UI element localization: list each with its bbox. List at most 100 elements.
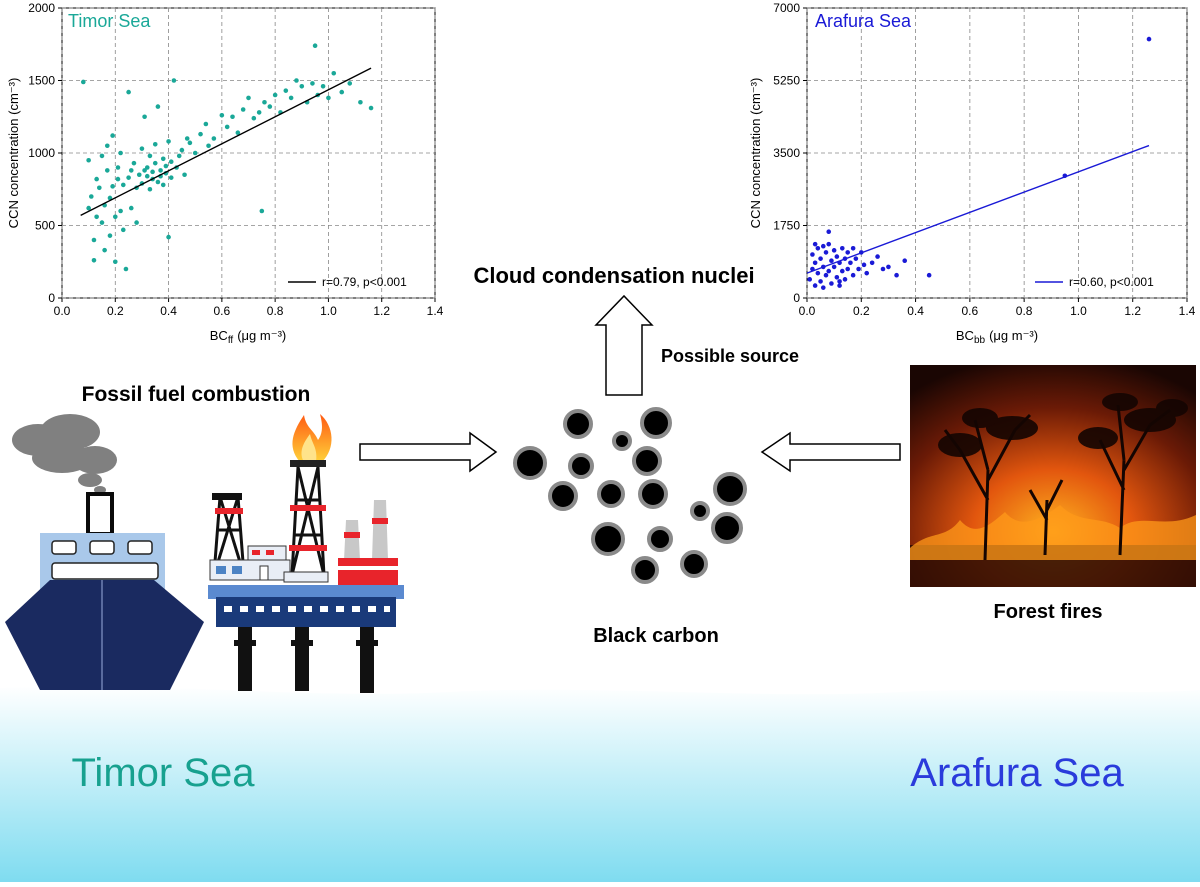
data-point: [845, 250, 851, 255]
data-point: [94, 214, 99, 220]
data-point: [294, 78, 299, 83]
data-point: [807, 277, 813, 282]
timor-sea-label: Timor Sea: [71, 751, 255, 795]
data-point: [850, 272, 856, 278]
x-tick-label: 0.2: [107, 304, 124, 318]
data-point: [235, 130, 241, 135]
data-point: [131, 160, 137, 166]
data-point: [112, 214, 118, 220]
data-point: [926, 272, 932, 278]
sea-background: [0, 686, 1200, 882]
x-tick-label: 0.6: [214, 304, 231, 318]
y-tick-label: 3500: [773, 146, 800, 160]
oil-rig-icon: [208, 414, 404, 693]
x-tick-label: 0.2: [853, 304, 870, 318]
data-point: [837, 279, 842, 284]
data-point: [820, 285, 826, 290]
chart-title: Arafura Sea: [815, 11, 912, 31]
data-point: [861, 262, 867, 268]
data-point: [160, 182, 166, 188]
data-point: [89, 194, 94, 199]
data-point: [142, 114, 147, 120]
data-point: [856, 266, 861, 272]
data-point: [812, 241, 818, 247]
data-point: [86, 157, 91, 163]
possible-source-label: Possible source: [661, 346, 799, 366]
data-point: [259, 208, 265, 214]
data-point: [163, 163, 169, 169]
y-tick-label: 0: [48, 291, 55, 305]
data-point: [246, 95, 251, 101]
chart-title: Timor Sea: [68, 11, 151, 31]
y-tick-label: 1000: [28, 146, 55, 160]
data-point: [826, 268, 832, 274]
data-point: [160, 156, 166, 162]
data-point: [850, 245, 856, 251]
x-tick-label: 0.8: [267, 304, 284, 318]
data-point: [818, 256, 823, 261]
chart-legend: r=0.60, p<0.001: [1035, 275, 1154, 289]
data-point: [107, 195, 113, 201]
data-point: [826, 229, 832, 235]
x-tick-label: 1.2: [373, 304, 390, 318]
data-point: [368, 105, 374, 111]
forest-fires-label: Forest fires: [994, 601, 1103, 623]
x-tick-label: 0.4: [907, 304, 924, 318]
data-point: [829, 281, 834, 286]
x-axis-label-sub: ff: [228, 335, 234, 346]
data-point: [120, 182, 126, 188]
fossil-fuel-label: Fossil fuel combustion: [82, 383, 311, 406]
x-tick-label: 0.0: [799, 304, 816, 318]
cargo-ship-icon: [5, 414, 204, 690]
x-tick-label: 1.0: [1070, 304, 1087, 318]
data-point: [136, 172, 142, 178]
data-point: [283, 88, 289, 93]
data-point: [168, 175, 174, 180]
data-point: [94, 176, 99, 182]
data-point: [166, 139, 171, 144]
data-point: [110, 133, 115, 138]
data-point: [815, 245, 821, 251]
data-point: [312, 43, 318, 48]
x-tick-label: 0.0: [54, 304, 71, 318]
data-point: [834, 274, 840, 280]
black-carbon-label: Black carbon: [593, 625, 719, 647]
y-tick-label: 1750: [773, 219, 800, 233]
data-point: [86, 205, 91, 211]
data-point: [272, 92, 278, 98]
data-point: [886, 264, 891, 270]
data-point: [91, 237, 97, 243]
data-point: [875, 254, 880, 259]
data-point: [118, 208, 123, 214]
left-arrow: [760, 431, 901, 473]
data-point: [155, 104, 161, 109]
data-point: [894, 272, 899, 278]
data-point: [102, 247, 107, 253]
x-tick-label: 0.8: [1016, 304, 1033, 318]
y-tick-label: 1500: [28, 74, 55, 88]
data-point: [331, 70, 337, 76]
data-point: [262, 99, 267, 105]
data-point: [831, 264, 837, 270]
data-point: [144, 165, 150, 170]
data-point: [848, 260, 853, 266]
y-tick-label: 5250: [773, 74, 800, 88]
data-point: [837, 283, 842, 288]
data-point: [126, 175, 131, 180]
data-point: [358, 99, 363, 105]
data-point: [240, 107, 246, 112]
black-carbon-particles-icon: [513, 407, 747, 584]
data-point: [206, 143, 211, 149]
data-point: [267, 104, 273, 109]
x-axis-label: BCff(μg m⁻³): [210, 328, 286, 346]
data-point: [902, 258, 908, 264]
data-point: [184, 136, 190, 141]
data-point: [158, 168, 163, 173]
data-point: [845, 266, 851, 272]
